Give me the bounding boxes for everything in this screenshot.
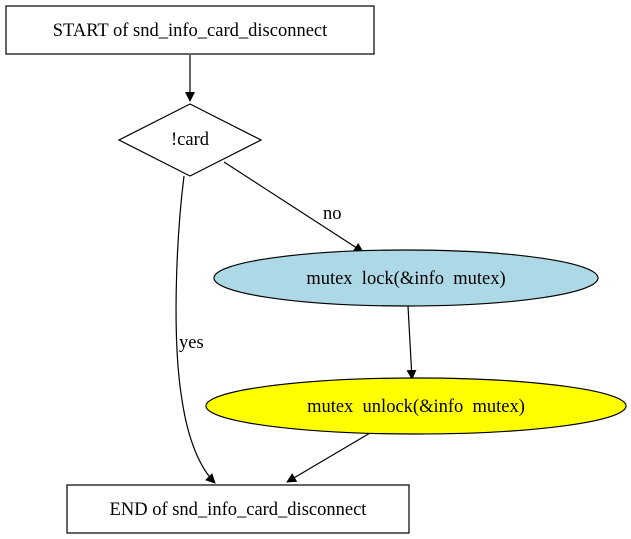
node-mutex-unlock-label: mutex unlock(&info mutex)	[307, 397, 525, 417]
node-condition-label: !card	[171, 130, 210, 150]
node-mutex-lock: mutex lock(&info mutex)	[213, 249, 599, 307]
edge-cond-to-lock	[223, 161, 364, 253]
node-mutex-unlock: mutex unlock(&info mutex)	[205, 377, 627, 435]
edge-lock-to-unlock	[406, 305, 417, 380]
node-start-label: START of snd_info_card_disconnect	[53, 21, 328, 41]
edge-unlock-to-end	[286, 432, 371, 483]
edge-label-yes: yes	[179, 333, 204, 353]
edge-label-no: no	[323, 204, 342, 224]
node-end-label: END of snd_info_card_disconnect	[110, 500, 368, 520]
node-condition: !card	[117, 103, 263, 177]
node-end: END of snd_info_card_disconnect	[66, 484, 410, 534]
node-mutex-lock-label: mutex lock(&info mutex)	[306, 269, 505, 289]
edge-cond-to-end	[175, 175, 216, 484]
node-start: START of snd_info_card_disconnect	[5, 5, 375, 55]
